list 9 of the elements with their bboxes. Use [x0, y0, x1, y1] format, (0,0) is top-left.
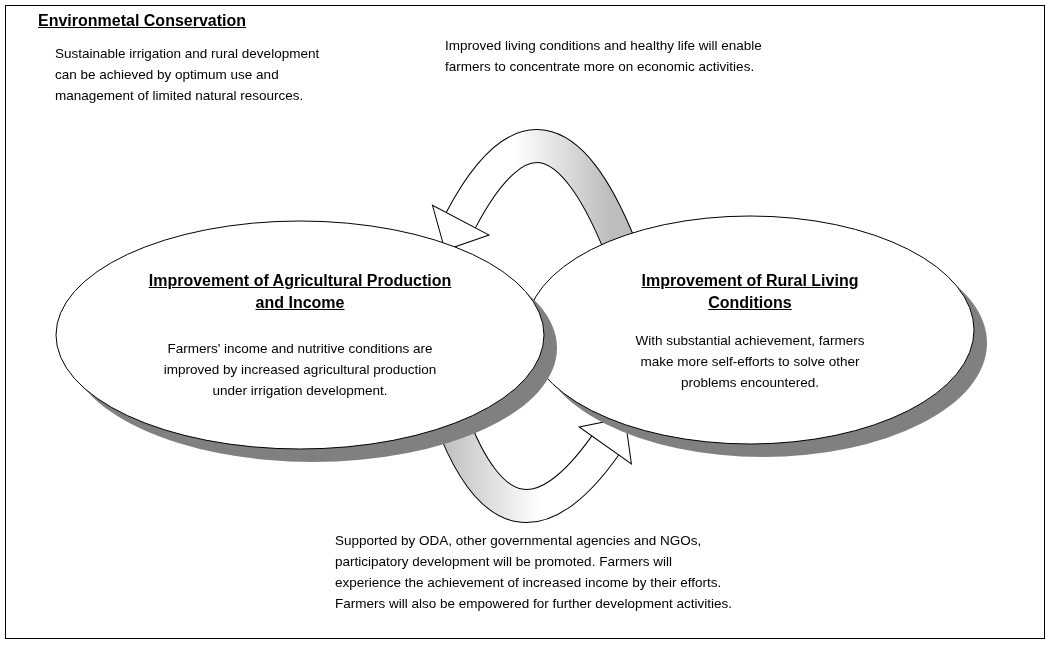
- description-text: Improved living conditions and healthy life will enable farmers to concentrate more on economic activities.: [445, 37, 763, 76]
- description-text: Supported by ODA, other governmental agencies and NGOs, participatory development will be promoted. Farmers will experience the achievement of increased income by their efforts. Farmers will also be empowered for further development activities.: [335, 532, 733, 613]
- node-description: Farmers' income and nutritive conditions are improved by increased agricultural production under irrigation development.: [162, 340, 438, 400]
- description-text: Sustainable irrigation and rural development can be achieved by optimum use and management of limited natural resources.: [55, 45, 320, 105]
- node-heading: Improvement of Rural Living Conditions: [640, 271, 860, 313]
- node-description: With substantial achievement, farmers make more self-efforts to solve other problems encountered.: [634, 332, 866, 392]
- ellipse-node: [55, 220, 559, 464]
- section-heading: Environmetal Conservation: [38, 11, 248, 31]
- node-heading: Improvement of Agricultural Production and Income: [147, 271, 453, 313]
